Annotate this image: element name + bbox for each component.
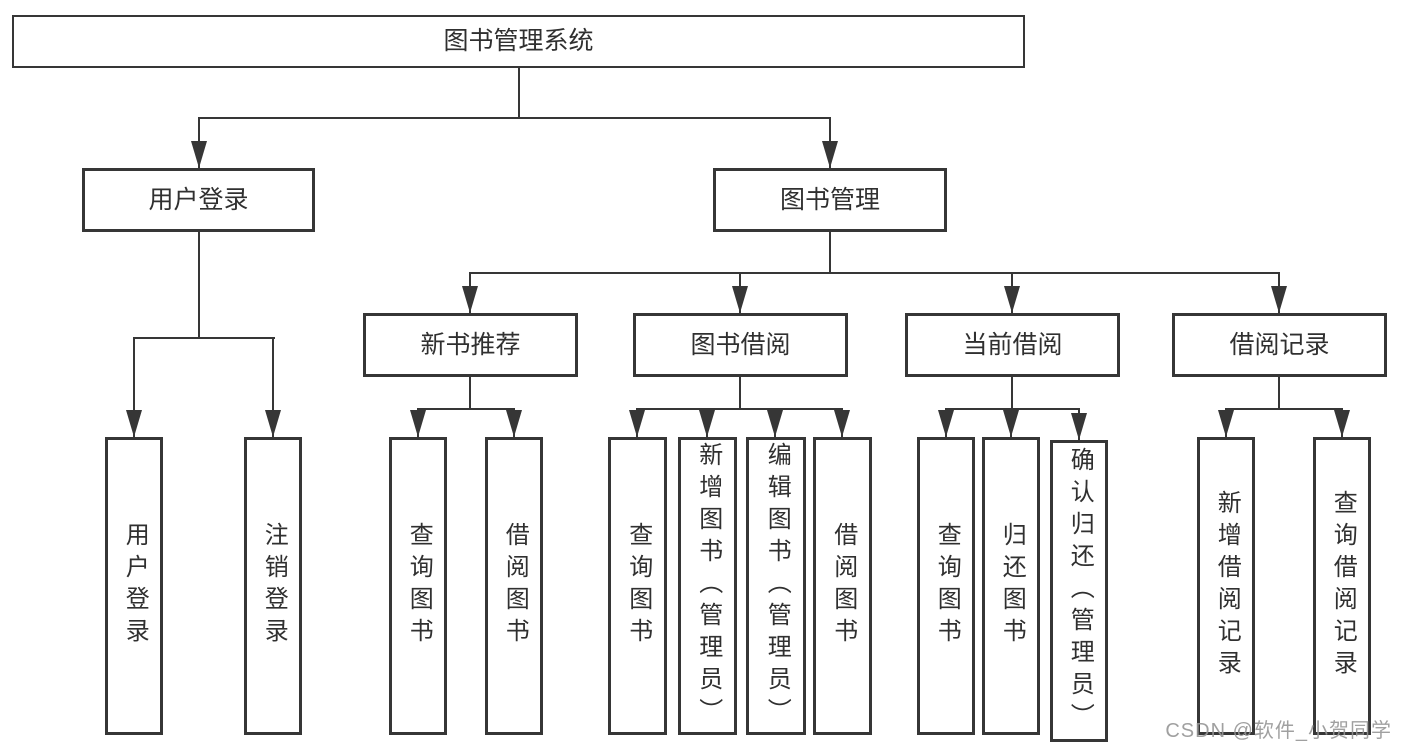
arrowhead-icon: [834, 410, 850, 437]
leaf-logout: 注销登录: [244, 437, 302, 735]
connector-line: [469, 272, 1280, 274]
leaf-user-login-label: 用户登录: [121, 522, 149, 650]
arrowhead-icon: [822, 141, 838, 168]
leaf-edit-books-admin: 编辑图书（管理员）: [746, 437, 806, 735]
connector-line: [133, 337, 275, 339]
leaf-recommend-query-books: 查询图书: [389, 437, 447, 735]
node-user-login-label: 用户登录: [148, 185, 249, 214]
connector-line: [198, 232, 200, 337]
arrowhead-icon: [462, 286, 478, 313]
leaf-add-books-admin: 新增图书（管理员）: [678, 437, 737, 735]
connector-line: [1011, 377, 1013, 408]
node-book-borrowing-label: 图书借阅: [690, 330, 791, 359]
leaf-confirm-return-admin: 确认归还（管理员）: [1050, 440, 1108, 742]
node-book-management: 图书管理: [713, 168, 947, 232]
arrowhead-icon: [1218, 410, 1234, 437]
leaf-add-books-admin-label: 新增图书（管理员）: [694, 442, 722, 730]
connector-line: [518, 68, 520, 118]
leaf-edit-books-admin-label: 编辑图书（管理员）: [763, 442, 791, 730]
arrowhead-icon: [938, 410, 954, 437]
leaf-add-borrow-record: 新增借阅记录: [1197, 437, 1255, 735]
leaf-logout-label: 注销登录: [260, 522, 288, 650]
arrowhead-icon: [1004, 286, 1020, 313]
leaf-recommend-borrow-books-label: 借阅图书: [501, 522, 529, 650]
watermark: CSDN @软件_小贺同学: [1165, 720, 1392, 742]
node-current-borrowing-label: 当前借阅: [962, 330, 1063, 359]
leaf-borrowing-query-books-label: 查询图书: [624, 522, 652, 650]
leaf-query-borrow-record: 查询借阅记录: [1313, 437, 1371, 735]
connector-line: [198, 117, 831, 119]
node-new-book-recommend: 新书推荐: [363, 313, 578, 377]
node-current-borrowing: 当前借阅: [905, 313, 1120, 377]
arrowhead-icon: [629, 410, 645, 437]
arrowhead-icon: [191, 141, 207, 168]
node-book-management-label: 图书管理: [779, 185, 880, 214]
node-borrowing-records: 借阅记录: [1172, 313, 1387, 377]
leaf-borrowing-borrow-books: 借阅图书: [813, 437, 872, 735]
leaf-current-query-books-label: 查询图书: [933, 522, 961, 650]
arrowhead-icon: [1071, 413, 1087, 440]
connector-line: [1278, 377, 1280, 408]
arrowhead-icon: [1003, 410, 1019, 437]
node-book-borrowing: 图书借阅: [633, 313, 848, 377]
node-borrowing-records-label: 借阅记录: [1229, 330, 1330, 359]
leaf-recommend-query-books-label: 查询图书: [405, 522, 433, 650]
arrowhead-icon: [410, 410, 426, 437]
arrowhead-icon: [699, 410, 715, 437]
arrowhead-icon: [767, 410, 783, 437]
connector-line: [945, 408, 1080, 410]
connector-line: [1225, 408, 1343, 410]
leaf-return-books-label: 归还图书: [998, 522, 1026, 650]
arrowhead-icon: [1334, 410, 1350, 437]
connector-line: [469, 377, 471, 408]
connector-line: [133, 337, 135, 437]
connector-line: [417, 408, 515, 410]
leaf-current-query-books: 查询图书: [917, 437, 975, 735]
leaf-borrowing-borrow-books-label: 借阅图书: [829, 522, 857, 650]
leaf-borrowing-query-books: 查询图书: [608, 437, 667, 735]
arrowhead-icon: [732, 286, 748, 313]
arrowhead-icon: [126, 410, 142, 437]
leaf-return-books: 归还图书: [982, 437, 1040, 735]
arrowhead-icon: [265, 410, 281, 437]
node-root: 图书管理系统: [12, 15, 1025, 68]
leaf-user-login: 用户登录: [105, 437, 163, 735]
connector-line: [272, 337, 274, 437]
connector-line: [636, 408, 843, 410]
connector-line: [829, 232, 831, 272]
node-root-label: 图书管理系统: [443, 27, 594, 55]
leaf-query-borrow-record-label: 查询借阅记录: [1329, 490, 1357, 682]
leaf-confirm-return-admin-label: 确认归还（管理员）: [1066, 447, 1094, 735]
leaf-recommend-borrow-books: 借阅图书: [485, 437, 543, 735]
arrowhead-icon: [1271, 286, 1287, 313]
arrowhead-icon: [506, 410, 522, 437]
node-new-book-recommend-label: 新书推荐: [420, 330, 521, 359]
node-user-login: 用户登录: [82, 168, 315, 232]
leaf-add-borrow-record-label: 新增借阅记录: [1213, 490, 1241, 682]
connector-line: [739, 377, 741, 408]
